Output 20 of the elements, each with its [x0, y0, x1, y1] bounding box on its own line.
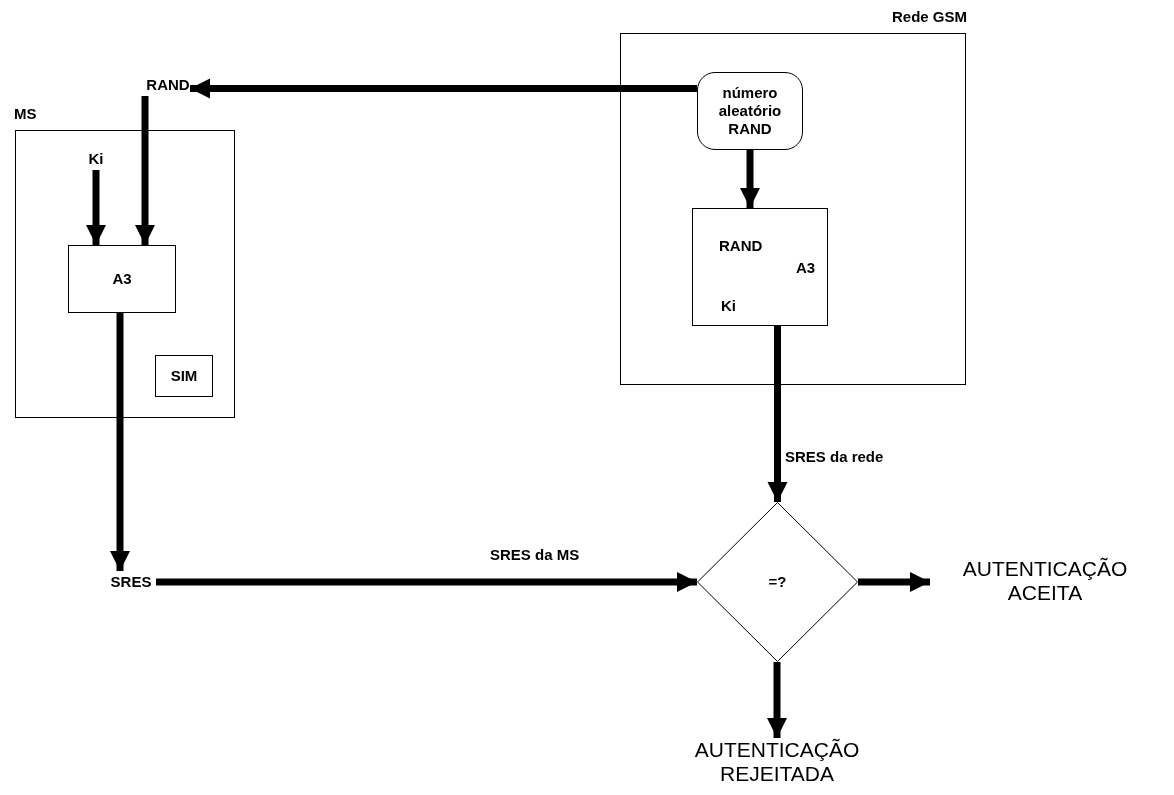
edge-label: SRES da MS: [488, 546, 582, 563]
signal-label: Ki: [82, 148, 110, 170]
signal-label: SRES: [106, 571, 156, 593]
signal-label: RAND: [146, 74, 190, 96]
box-label: RAND: [719, 237, 763, 255]
result-label: AUTENTICAÇÃO REJEITADA: [667, 738, 887, 788]
box-label: Ki: [721, 297, 736, 315]
result-label: AUTENTICAÇÃO ACEITA: [930, 557, 1160, 607]
process-box: [68, 245, 176, 313]
container-label: Rede GSM: [892, 8, 967, 26]
container-label: MS: [14, 105, 37, 123]
decision-label: =?: [768, 573, 787, 591]
rounded-box: [697, 72, 803, 150]
process-box: [155, 355, 213, 397]
box-label: SIM: [170, 367, 198, 385]
box-label: número aleatório RAND: [717, 84, 783, 138]
box-label: A3: [796, 259, 816, 277]
box-label: A3: [112, 270, 132, 288]
edge-label: SRES da rede: [783, 448, 886, 465]
process-box: [692, 208, 828, 326]
